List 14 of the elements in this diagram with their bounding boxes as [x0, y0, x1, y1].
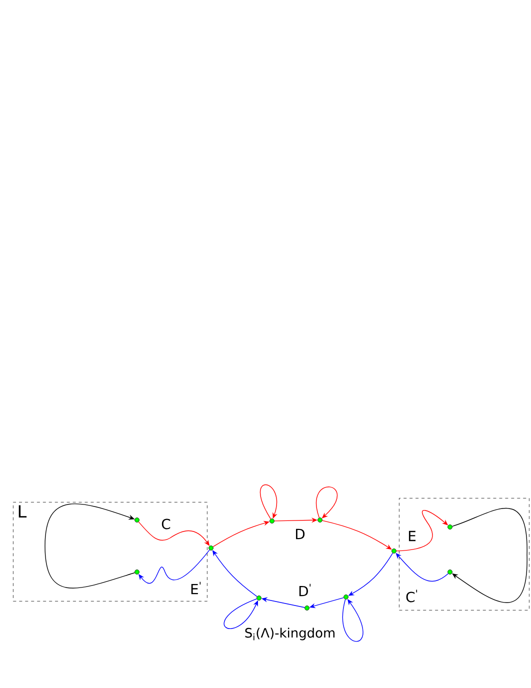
label: S$_{i}$(Λ)-kingdom [245, 628, 334, 640]
arrow [44, 504, 136, 588]
label: D$^{'}$ [299, 584, 311, 596]
arrow [260, 484, 278, 520]
edge-label: E$^{'}$ [191, 582, 201, 594]
label: D [296, 528, 305, 540]
edge-label: E [408, 530, 416, 542]
arrow [316, 486, 338, 518]
edge-label: C$^{'}$ [406, 590, 418, 602]
arrow [452, 508, 528, 603]
arrow [224, 598, 258, 629]
arrow [322, 520, 392, 550]
edge-label: C [162, 518, 170, 530]
dashed-frame [399, 498, 530, 610]
